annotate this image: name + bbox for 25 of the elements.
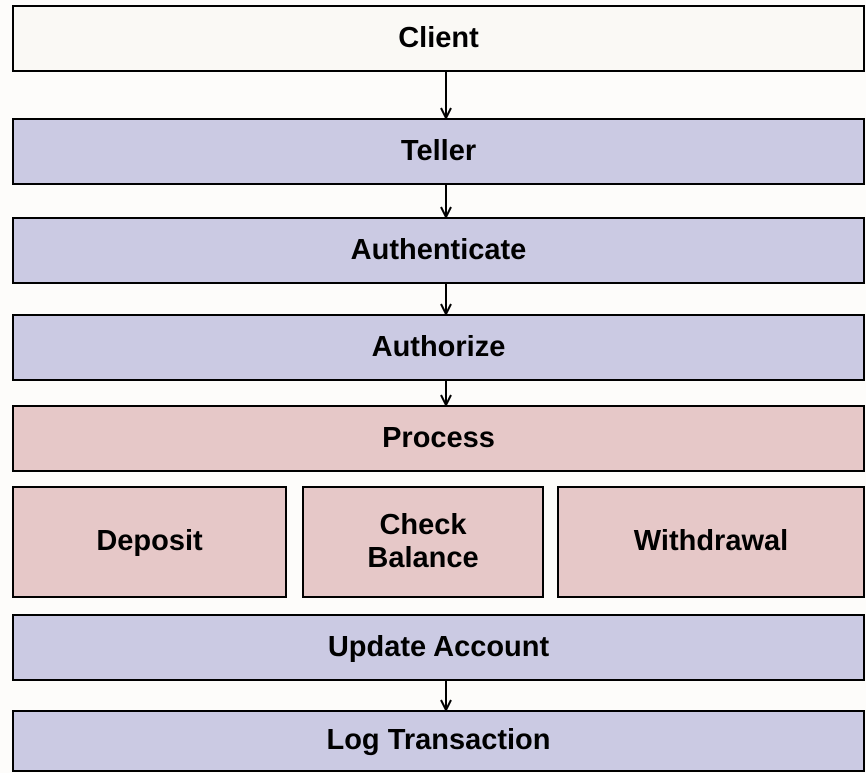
box-label: Check Balance [366,508,480,576]
process-box [557,486,865,598]
step-box [12,710,865,772]
box-label: Log Transaction [326,724,550,758]
box-label: Deposit [96,525,203,559]
box-label: Authorize [372,330,506,364]
arrow [440,72,452,119]
step-box [12,217,865,284]
box-label: Update Account [328,630,550,664]
arrow [440,284,452,315]
step-box [12,314,865,381]
arrow [440,381,452,406]
step-box [12,118,865,185]
process-box [12,486,287,598]
arrow [440,681,452,711]
box-label: Client [398,22,479,56]
box-label: Authenticate [350,234,526,268]
step-box [12,614,865,681]
box-label: Teller [400,134,476,168]
box-label: Process [382,422,495,456]
box-label: Withdrawal [634,525,788,559]
process-box [12,405,865,472]
arrow [440,185,452,218]
step-box [12,5,865,72]
process-box [302,486,544,598]
